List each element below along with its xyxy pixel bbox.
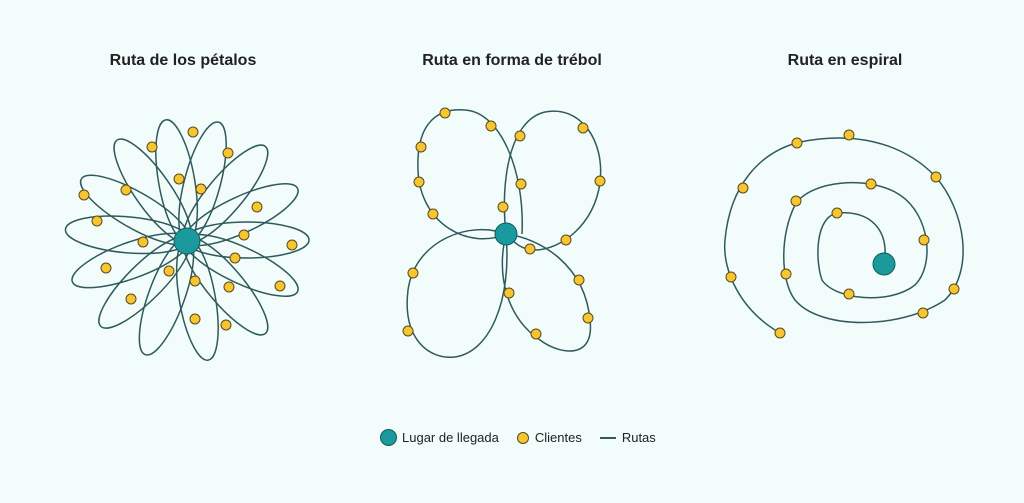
legend-arrival: Lugar de llegada <box>380 429 499 446</box>
title-petals: Ruta de los pétalos <box>109 52 257 69</box>
petal-clients <box>78 126 298 331</box>
legend-clients-label: Clientes <box>534 430 582 445</box>
spiral-arrival <box>872 252 896 276</box>
client-icon <box>516 431 529 444</box>
legend-clients: Clientes <box>516 430 582 445</box>
clover-arrival <box>494 222 518 246</box>
petal-arrival <box>173 227 201 255</box>
legend-arrival-label: Lugar de llegada <box>402 430 499 445</box>
title-spiral: Ruta en espiral <box>787 52 903 69</box>
legend-routes: Rutas <box>599 430 656 445</box>
legend-routes-label: Rutas <box>621 430 656 445</box>
title-clover: Ruta en forma de trébol <box>422 52 602 69</box>
arrival-icon <box>380 429 397 446</box>
spiral-route <box>723 137 964 334</box>
clover-clients <box>402 107 606 340</box>
spiral-clients <box>725 129 960 339</box>
route-line-icon <box>599 436 616 439</box>
legend: Lugar de llegada Clientes Rutas <box>380 429 674 446</box>
